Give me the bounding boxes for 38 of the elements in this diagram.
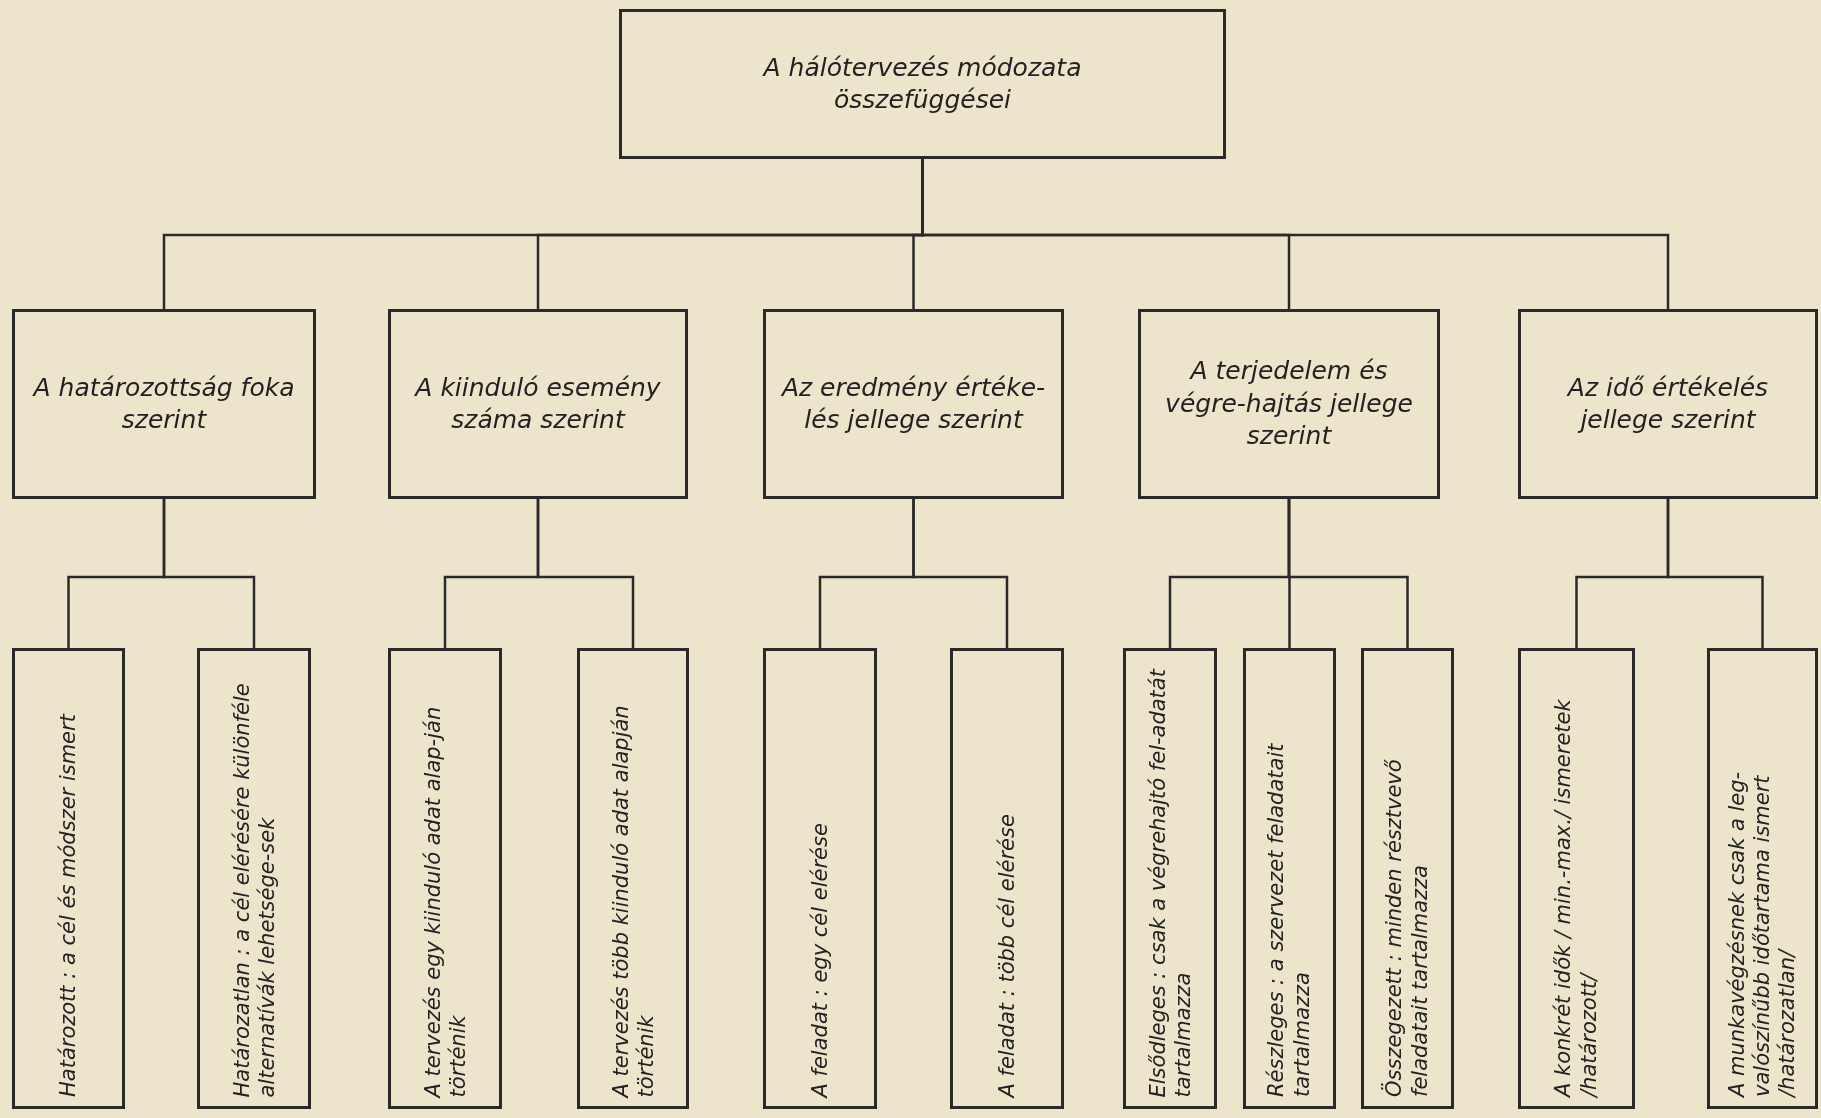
node-text: A tervezés egy kiinduló adat alap-ján történik [419, 705, 470, 1097]
leaf-box [1123, 648, 1217, 1109]
leaf-box [1707, 648, 1818, 1109]
category-box [388, 309, 688, 499]
connector-line [536, 499, 635, 648]
node-text: Határozott : a cél és módszer ismert [55, 714, 81, 1097]
leaf-box [1518, 648, 1635, 1109]
node-text: A hálótervezés módozata összefüggései [761, 51, 1083, 116]
node-text: Az eredmény értéke-lés jellege szerint [780, 371, 1047, 436]
node-text: A feladat : egy cél elérése [807, 822, 833, 1097]
leaf-box [388, 648, 502, 1109]
category-box [1138, 309, 1440, 499]
node-text: A konkrét idők / min.-max./ ismeretek /határozott/ [1551, 698, 1602, 1097]
node-text: A feladat : több cél elérése [994, 813, 1020, 1097]
leaf-box [197, 648, 311, 1109]
leaf-box [577, 648, 689, 1109]
leaf-box [950, 648, 1064, 1109]
connector-line [912, 499, 1009, 648]
connector-line [1666, 499, 1764, 648]
node-text: Elsődleges : csak a végrehajtó fel-adatát tartalmazza [1144, 667, 1195, 1097]
leaf-box [12, 648, 125, 1109]
node-text: Az idő értékelés jellege szerint [1565, 371, 1770, 436]
connector-line [162, 499, 256, 648]
leaf-box [1243, 648, 1336, 1109]
category-box [763, 309, 1064, 499]
node-text: A munkavégzésnek csak a leg-valószínűbb időtartama ismert /határozatlan/ [1724, 770, 1801, 1097]
node-text: Határozatlan : a cél elérésére különféle alternatívák lehetsége-sek [228, 681, 279, 1097]
node-text: A határozottság foka szerint [31, 371, 296, 436]
node-text: Részleges : a szervezet feladatait tartalmazza [1264, 742, 1315, 1097]
node-text: A kiinduló esemény száma szerint [413, 371, 662, 436]
leaf-box [763, 648, 877, 1109]
node-text: A terjedelem és végre-hajtás jellege szerint [1164, 355, 1414, 453]
leaf-box [1361, 648, 1454, 1109]
node-text: A tervezés több kiinduló adat alapján történik [607, 703, 658, 1097]
title-box [619, 9, 1226, 159]
category-box [1518, 309, 1818, 499]
connector-line [1287, 499, 1409, 648]
category-box [12, 309, 316, 499]
